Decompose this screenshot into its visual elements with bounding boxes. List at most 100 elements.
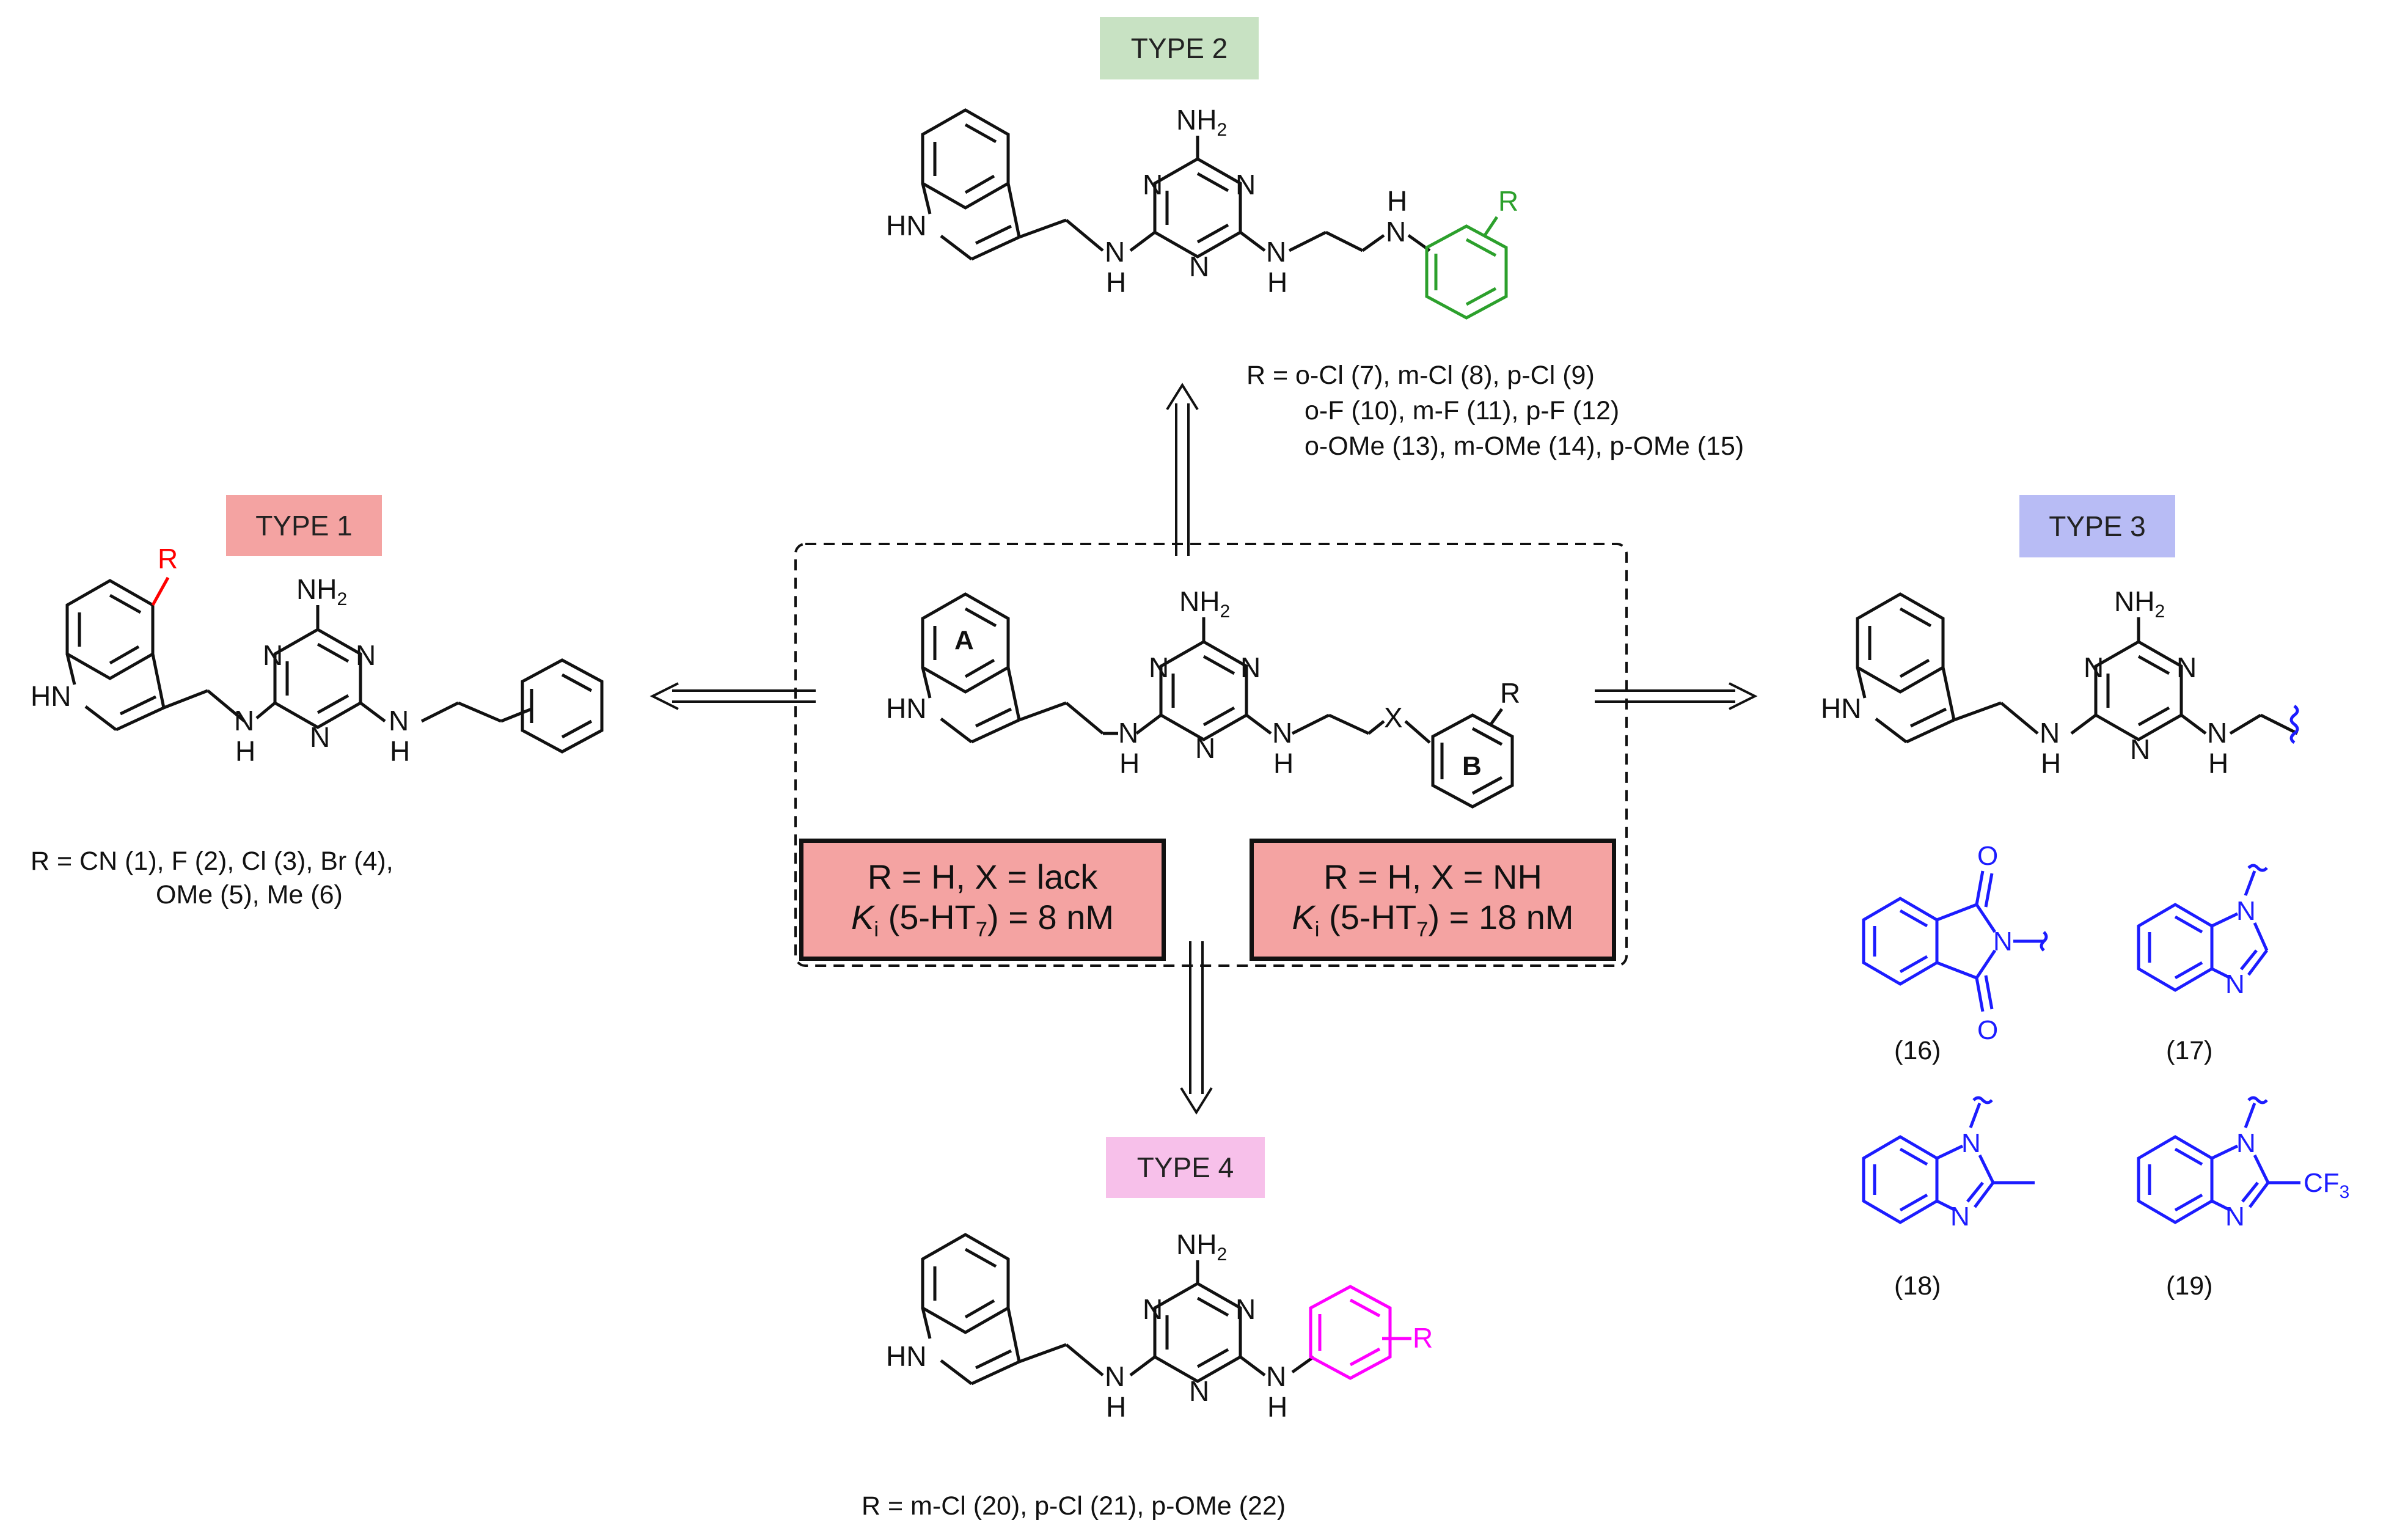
type1-nh-left-h: H bbox=[235, 735, 255, 767]
fragment-16-o-bottom: O bbox=[1977, 1015, 1998, 1045]
fragment-17-n-bottom: N bbox=[2225, 969, 2245, 999]
type2-triazine-n-left: N bbox=[1143, 169, 1163, 200]
type1-structure bbox=[65, 579, 604, 754]
type4-nh2-label: NH2 bbox=[1176, 1229, 1227, 1265]
type4-nh-left-n: N bbox=[1105, 1361, 1125, 1392]
type2-phenyl-ring bbox=[1425, 216, 1508, 320]
compound-18-label: (18) bbox=[1894, 1271, 1941, 1301]
lead-triazine-n-bottom: N bbox=[1195, 732, 1215, 764]
type1-r-label: R bbox=[158, 543, 178, 575]
type2-r-label: R bbox=[1498, 185, 1518, 217]
fragment-18-n-bottom: N bbox=[1950, 1202, 1970, 1232]
fragment-19-labels: N N CF3 bbox=[2225, 1128, 2349, 1232]
type2-atom-labels: NH2 N N N HN N H N H H N R bbox=[886, 104, 1518, 298]
type4-triazine-n-bottom: N bbox=[1189, 1375, 1209, 1407]
type2-nh-right-n: N bbox=[1266, 236, 1286, 268]
fragment-16-n: N bbox=[1993, 927, 2013, 957]
ki-right-line2: Ki (5-HT7) = 18 nM bbox=[1292, 897, 1574, 942]
ring-b-label: B bbox=[1462, 751, 1482, 781]
type2-r-line1: R = o-Cl (7), m-Cl (8), p-Cl (9) bbox=[1246, 361, 1595, 390]
type4-triazine-n-right: N bbox=[1235, 1293, 1256, 1325]
type3-nh-left-n: N bbox=[2040, 717, 2060, 749]
type2-badge: TYPE 2 bbox=[1100, 17, 1259, 79]
fragment-19-trifluoromethylbenzimidazole bbox=[2137, 1096, 2300, 1224]
lead-triazine-n-top-right: N bbox=[1240, 652, 1261, 683]
type2-r-line2: o-F (10), m-F (11), p-F (12) bbox=[1305, 396, 1620, 425]
type3-wavy-bond bbox=[2289, 705, 2299, 744]
ki-box-right: R = H, X = NH Ki (5-HT7) = 18 nM bbox=[1250, 839, 1616, 961]
fragment-19-cf3: CF3 bbox=[2304, 1168, 2349, 1202]
type1-r-line1: R = CN (1), F (2), Cl (3), Br (4), bbox=[31, 847, 393, 876]
arrow-to-type1 bbox=[650, 682, 816, 710]
ki-right-line1: R = H, X = NH bbox=[1323, 857, 1542, 896]
lead-structure bbox=[794, 543, 1628, 967]
type3-triazine-n-right: N bbox=[2176, 652, 2197, 683]
type1-triazine-n-left: N bbox=[263, 639, 283, 671]
type4-indole-hn: HN bbox=[886, 1340, 926, 1372]
ring-a-label: A bbox=[954, 625, 974, 655]
lead-x-label: X bbox=[1384, 702, 1403, 733]
type4-nh-right-n: N bbox=[1266, 1361, 1286, 1392]
arrow-to-type2 bbox=[1166, 383, 1199, 556]
type4-triazine-n-left: N bbox=[1143, 1293, 1163, 1325]
fragment-17-n-top: N bbox=[2236, 896, 2256, 926]
type4-phenyl-ring bbox=[1309, 1285, 1411, 1380]
fragment-19-n-bottom: N bbox=[2225, 1202, 2245, 1232]
fragment-16-labels: O O N bbox=[1977, 841, 2013, 1045]
fragment-16-o-top: O bbox=[1977, 841, 1998, 871]
type3-triazine-n-bottom: N bbox=[2130, 733, 2150, 765]
type4-atom-labels: NH2 N N N HN N H N H R bbox=[886, 1229, 1433, 1423]
lead-dashed-frame bbox=[794, 543, 1628, 967]
ki-left-line2: Ki (5-HT7) = 8 nM bbox=[851, 897, 1114, 942]
type4-structure bbox=[921, 1233, 1315, 1386]
type2-nh-aryl-n: N bbox=[1386, 216, 1406, 248]
lead-nh-left-n: N bbox=[1118, 717, 1138, 749]
compound-16-label: (16) bbox=[1894, 1036, 1941, 1065]
type4-nh-left-h: H bbox=[1106, 1391, 1126, 1423]
arrow-to-type4 bbox=[1180, 941, 1213, 1115]
type1-nh2-label: NH2 bbox=[296, 573, 347, 609]
type4-r-label: R bbox=[1413, 1322, 1433, 1354]
type1-nh-right-h: H bbox=[390, 735, 410, 767]
type2-triazine-n-right: N bbox=[1235, 169, 1256, 200]
type1-r-line2: OMe (5), Me (6) bbox=[156, 880, 343, 909]
type1-nh-right-n: N bbox=[389, 705, 409, 736]
arrow-to-type3 bbox=[1595, 682, 1758, 710]
type1-nh-left-n: N bbox=[234, 705, 254, 736]
type1-r-bond bbox=[151, 576, 170, 606]
type1-atom-labels: R NH2 N N N HN N H N H bbox=[31, 543, 410, 767]
fragment-17-labels: N N bbox=[2225, 896, 2256, 999]
lead-atom-labels: NH2 N N N HN N H N H X R A B bbox=[886, 586, 1520, 781]
type2-triazine-n-bottom: N bbox=[1189, 251, 1209, 282]
fragment-17-benzimidazole bbox=[2137, 864, 2269, 992]
type3-atom-labels: NH2 N N N HN N H N H bbox=[1821, 586, 2228, 779]
lead-nh-right-n: N bbox=[1272, 717, 1292, 749]
type2-r-line3: o-OMe (13), m-OMe (14), p-OMe (15) bbox=[1305, 432, 1744, 461]
type2-nh-aryl-h: H bbox=[1387, 185, 1407, 217]
type2-structure bbox=[921, 108, 1431, 261]
type3-badge: TYPE 3 bbox=[2019, 495, 2175, 557]
fragment-18-labels: N N bbox=[1950, 1128, 1981, 1232]
type2-nh2-label: NH2 bbox=[1176, 104, 1227, 140]
type3-nh-right-h: H bbox=[2208, 747, 2228, 779]
lead-r-label: R bbox=[1500, 677, 1520, 709]
fragment-16-phthalimide bbox=[1862, 870, 2048, 1012]
ki-box-left: R = H, X = lack Ki (5-HT7) = 8 nM bbox=[799, 839, 1166, 961]
type2-nh-left-h: H bbox=[1106, 266, 1126, 298]
type3-indole-hn: HN bbox=[1821, 692, 1861, 724]
fragment-18-n-top: N bbox=[1961, 1128, 1981, 1158]
type4-nh-right-h: H bbox=[1267, 1391, 1287, 1423]
type3-structure bbox=[1856, 592, 2299, 744]
type3-nh-left-h: H bbox=[2041, 747, 2061, 779]
type1-indole-hn: HN bbox=[31, 680, 71, 712]
type2-nh-right-h: H bbox=[1267, 266, 1287, 298]
lead-triazine-n-top-left: N bbox=[1149, 652, 1169, 683]
lead-nh-left-h: H bbox=[1119, 747, 1140, 779]
fragment-19-n-top: N bbox=[2236, 1128, 2256, 1158]
type4-badge: TYPE 4 bbox=[1106, 1137, 1265, 1198]
compound-17-label: (17) bbox=[2166, 1036, 2213, 1065]
type2-nh-left-n: N bbox=[1105, 236, 1125, 268]
lead-nh2-label: NH2 bbox=[1179, 586, 1230, 622]
type1-triazine-n-bottom: N bbox=[310, 721, 330, 753]
